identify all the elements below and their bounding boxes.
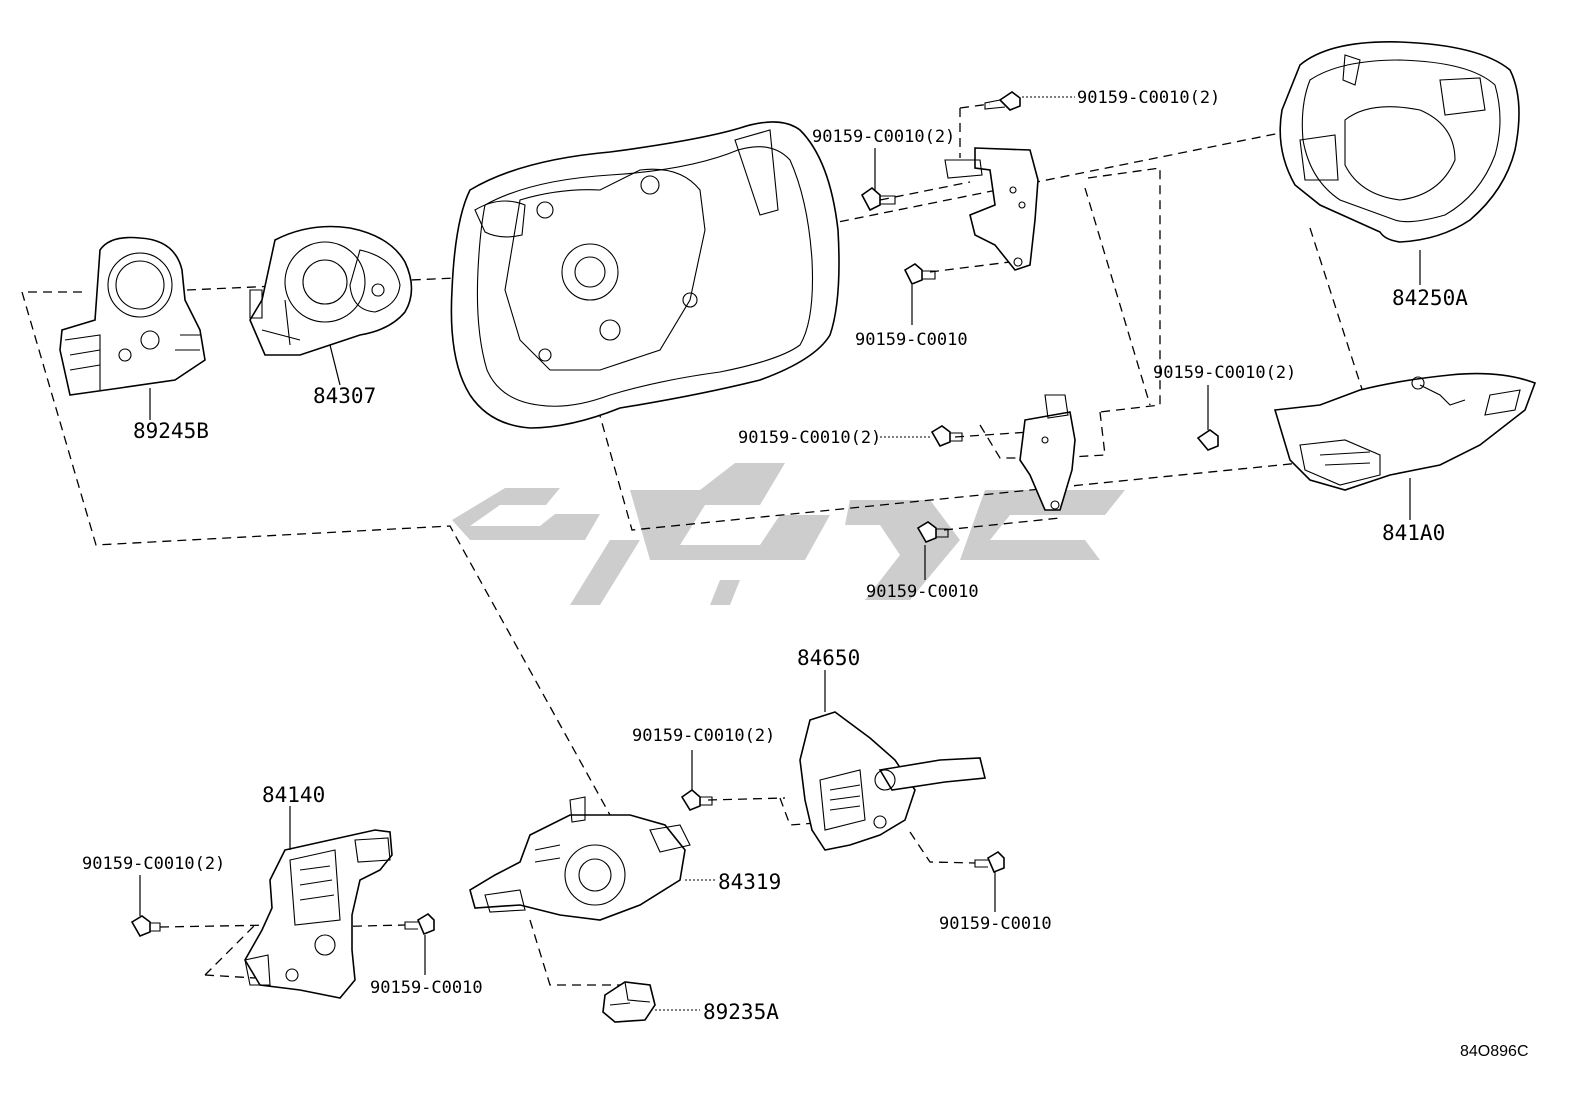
- screw-icon: [974, 850, 1005, 874]
- label-screw[interactable]: 90159-C0010(2): [82, 854, 225, 874]
- part-89245B[interactable]: [59, 236, 206, 396]
- label-screw[interactable]: 90159-C0010(2): [738, 428, 881, 448]
- label-screw[interactable]: 90159-C0010: [370, 978, 483, 998]
- label-84250A[interactable]: 84250A: [1392, 286, 1468, 310]
- label-screw[interactable]: 90159-C0010: [939, 914, 1052, 934]
- label-screw[interactable]: 90159-C0010: [855, 330, 968, 350]
- screw-icon: [680, 788, 713, 811]
- part-84650[interactable]: [799, 711, 987, 851]
- part-841A0[interactable]: [1273, 372, 1537, 491]
- part-84307[interactable]: [249, 225, 413, 356]
- part-84250A[interactable]: [1279, 41, 1520, 243]
- label-screw[interactable]: 90159-C0010(2): [1077, 88, 1220, 108]
- steering-wheel[interactable]: [450, 121, 840, 429]
- label-84319[interactable]: 84319: [718, 870, 781, 894]
- diagram-ref-code: 84O896C: [1460, 1043, 1529, 1060]
- screw-icon: [130, 915, 161, 938]
- label-89235A[interactable]: 89235A: [703, 1000, 779, 1024]
- part-84319[interactable]: [469, 796, 691, 921]
- screw-icon: [1196, 429, 1219, 451]
- leader-lines: [139, 96, 1421, 1011]
- label-84140[interactable]: 84140: [262, 783, 325, 807]
- screw-icon: [860, 186, 896, 212]
- label-84650[interactable]: 84650: [797, 646, 860, 670]
- label-screw[interactable]: 90159-C0010(2): [632, 726, 775, 746]
- label-841A0[interactable]: 841A0: [1382, 521, 1445, 545]
- lower-bracket[interactable]: [1019, 394, 1076, 511]
- screw-icon: [930, 425, 963, 448]
- screw-icon: [916, 521, 949, 544]
- screw-icon: [404, 912, 435, 936]
- label-screw[interactable]: 90159-C0010(2): [812, 127, 955, 147]
- label-84307[interactable]: 84307: [313, 384, 376, 408]
- screw-icon: [903, 263, 936, 286]
- screw-icon: [984, 91, 1021, 111]
- label-screw[interactable]: 90159-C0010: [866, 582, 979, 602]
- part-84140[interactable]: [244, 829, 393, 999]
- upper-bracket[interactable]: [944, 147, 1039, 271]
- watermark-logo: [452, 463, 1125, 605]
- label-screw[interactable]: 90159-C0010(2): [1153, 363, 1296, 383]
- part-89235A[interactable]: [602, 981, 656, 1023]
- label-89245B[interactable]: 89245B: [133, 419, 209, 443]
